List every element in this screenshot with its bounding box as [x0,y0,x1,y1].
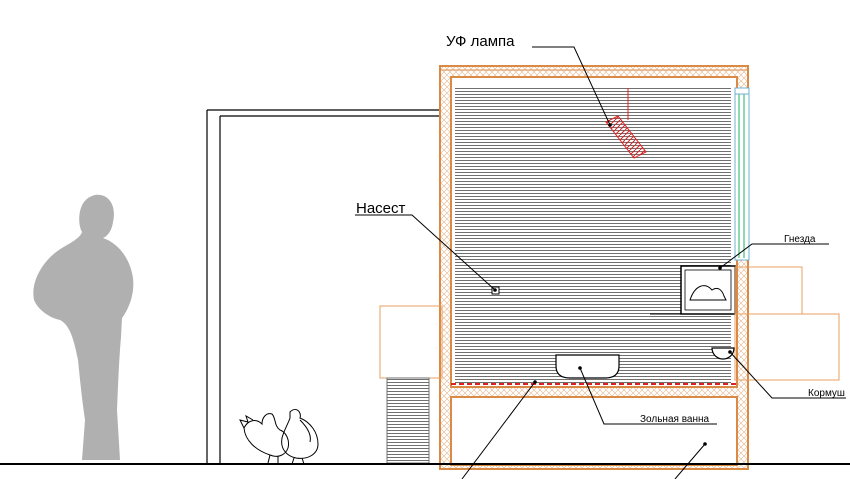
side-box-outline [379,305,443,379]
hen-icon [281,409,319,465]
dust-bath-tray [555,354,620,379]
label-feeder: Кормуш [808,388,845,399]
leader-dots [493,123,732,446]
label-perch: Насест [356,200,406,217]
rooster-icon [239,413,289,464]
label-uv-lamp: УФ лампа [446,33,515,50]
ramp-slats [386,377,430,464]
leader-uv-lamp [532,46,611,126]
leader-nests [719,243,829,269]
label-nests: Гнезда [784,234,816,245]
leader-right-bottom [674,443,706,479]
leader-lines [355,46,846,479]
label-dust-bath: Зольная ванна [640,414,710,425]
leader-left-bottom [461,381,536,479]
leader-feeder [729,351,846,399]
window [734,87,750,261]
interior-siding [455,88,731,384]
feeder [711,313,840,381]
uv-lamp [605,88,647,159]
run-frame [206,109,440,463]
leader-perch [355,214,496,291]
person-silhouette-icon [33,194,134,460]
leader-dust-bath [579,367,717,425]
nest-box [650,265,736,315]
